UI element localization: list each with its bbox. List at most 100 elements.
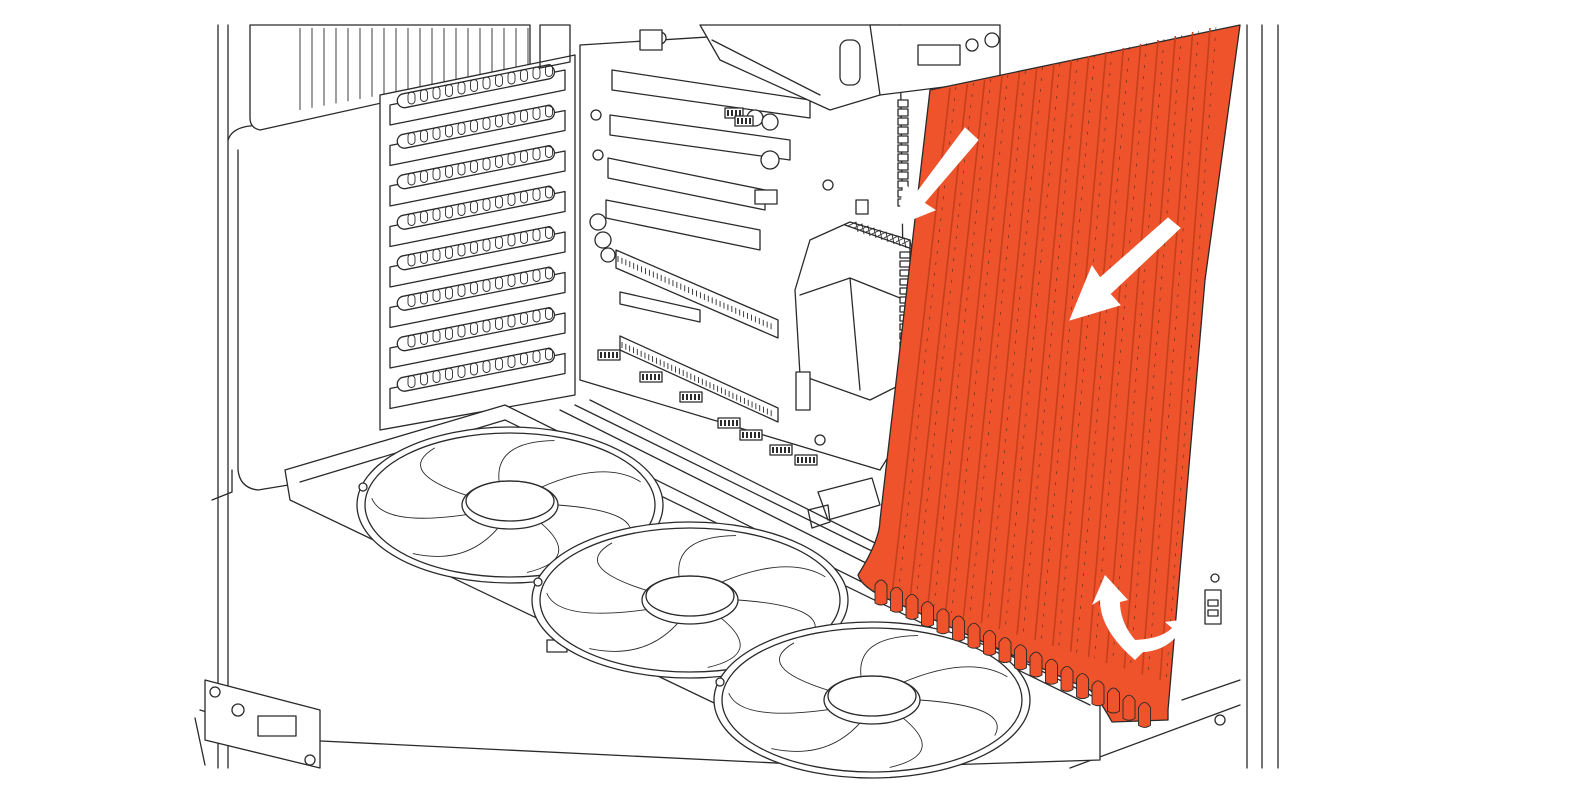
fan-blade — [420, 447, 467, 496]
pin-header — [679, 391, 703, 403]
slot-vent-hole — [432, 167, 441, 181]
slot-vent-hole — [507, 193, 516, 206]
slot-vent-hole — [407, 132, 416, 145]
slot-vent-hole — [520, 271, 528, 285]
rear-bottom-ports — [204, 679, 321, 769]
slot-vent-hole — [482, 157, 491, 171]
slot-vent-hole — [495, 114, 503, 128]
panel-finger — [1107, 687, 1120, 714]
panel-finger — [1122, 694, 1136, 721]
expansion-slot-covers — [379, 54, 576, 431]
slot-vent-hole — [407, 375, 416, 388]
slot-vent-hole — [407, 213, 416, 226]
panel-finger — [998, 637, 1012, 664]
slot-vent-hole — [457, 162, 466, 176]
curved-arrow — [1092, 575, 1195, 660]
case-fan — [713, 621, 1031, 779]
screw — [533, 577, 543, 587]
slot-vent-hole — [495, 357, 503, 371]
panel-finger — [1029, 651, 1043, 678]
slot-vent-hole — [482, 279, 491, 292]
fan-blade — [678, 535, 737, 579]
fan-blade — [526, 521, 560, 573]
fan-blade — [546, 592, 647, 614]
heatsink-fin — [877, 231, 889, 243]
slot-vent-hole — [420, 291, 428, 305]
panel-finger — [952, 615, 965, 642]
panel-ridge-edge — [1094, 42, 1147, 659]
slot-vent-hole — [445, 246, 453, 259]
slot-vent-hole — [457, 365, 466, 378]
panel-ridge — [998, 63, 1055, 630]
slot-vent-hole — [545, 347, 553, 361]
slot-vent-hole — [445, 84, 453, 97]
slot-vent-hole — [532, 147, 541, 161]
slot-vent-hole — [420, 129, 428, 143]
slot-vent-hole — [470, 362, 478, 376]
screw — [358, 482, 368, 492]
fan-blade — [412, 526, 500, 557]
slot-vent-hole — [457, 324, 466, 338]
slot-vent-hole — [532, 350, 541, 363]
slot-vent-hole — [407, 334, 416, 348]
heatsink-fin — [895, 237, 907, 249]
panel-ridge — [980, 67, 1038, 624]
panel-ridge — [909, 83, 969, 601]
panel-finger — [874, 579, 888, 606]
pin-header — [724, 107, 744, 119]
slot-vent-hole — [532, 269, 541, 282]
panel-finger — [1138, 701, 1151, 728]
slot-vent-hole — [520, 231, 528, 244]
heatsink-fin — [883, 233, 895, 245]
fan-blade — [889, 716, 923, 768]
slot-vent-hole — [407, 294, 416, 307]
slot-vent-hole — [445, 367, 453, 381]
slot-vent-hole — [507, 355, 516, 368]
slot-vent-hole — [520, 190, 528, 204]
slot-vent-hole — [520, 150, 528, 163]
panel-ridge — [944, 75, 1003, 613]
slot-vent-hole — [482, 238, 491, 252]
panel-finger — [890, 586, 903, 613]
slot-vent-hole — [532, 66, 541, 80]
fan-blade — [707, 616, 741, 668]
slot-vent-hole — [470, 241, 478, 254]
heatsink-fin — [853, 223, 865, 235]
slot-vent-hole — [457, 203, 466, 216]
case-fan — [531, 521, 849, 679]
slot-vent-hole — [495, 195, 503, 209]
panel-ridge — [926, 79, 986, 607]
slot-vent-hole — [545, 145, 553, 158]
pin-header — [639, 371, 663, 383]
slot-vent-hole — [545, 266, 553, 280]
panel-ridge — [1141, 31, 1194, 675]
slot-vent-hole — [495, 276, 503, 290]
motherboard — [579, 24, 916, 529]
slot-vent-hole — [520, 109, 528, 123]
slot-vent-hole — [495, 317, 503, 330]
slot-vent-hole — [495, 74, 503, 87]
heatsink-fin — [865, 227, 877, 239]
heatsink-fin — [859, 225, 871, 237]
panel-finger — [1091, 680, 1105, 707]
slot-vent-hole — [482, 360, 491, 373]
pin-header — [717, 417, 741, 429]
panel-ridge-edge — [933, 78, 991, 608]
panel-ridge-edge — [951, 74, 1009, 614]
pin-header — [794, 454, 818, 466]
fan-blade — [589, 621, 680, 652]
slot-vent-hole — [432, 370, 441, 383]
fan-blade — [539, 471, 641, 489]
slot-vent-hole — [420, 372, 428, 386]
slot-vent-hole — [482, 76, 491, 90]
slot-vent-hole — [495, 236, 503, 249]
slot-vent-hole — [507, 314, 516, 328]
slot-vent-hole — [507, 71, 516, 85]
slot-vent-hole — [470, 79, 478, 92]
pin-header — [769, 444, 793, 456]
slot-vent-hole — [532, 228, 541, 242]
panel-finger — [983, 629, 996, 656]
slot-vent-hole — [470, 200, 478, 214]
panel-ridge — [1123, 35, 1177, 669]
panel-ridge-edge — [1076, 46, 1130, 653]
